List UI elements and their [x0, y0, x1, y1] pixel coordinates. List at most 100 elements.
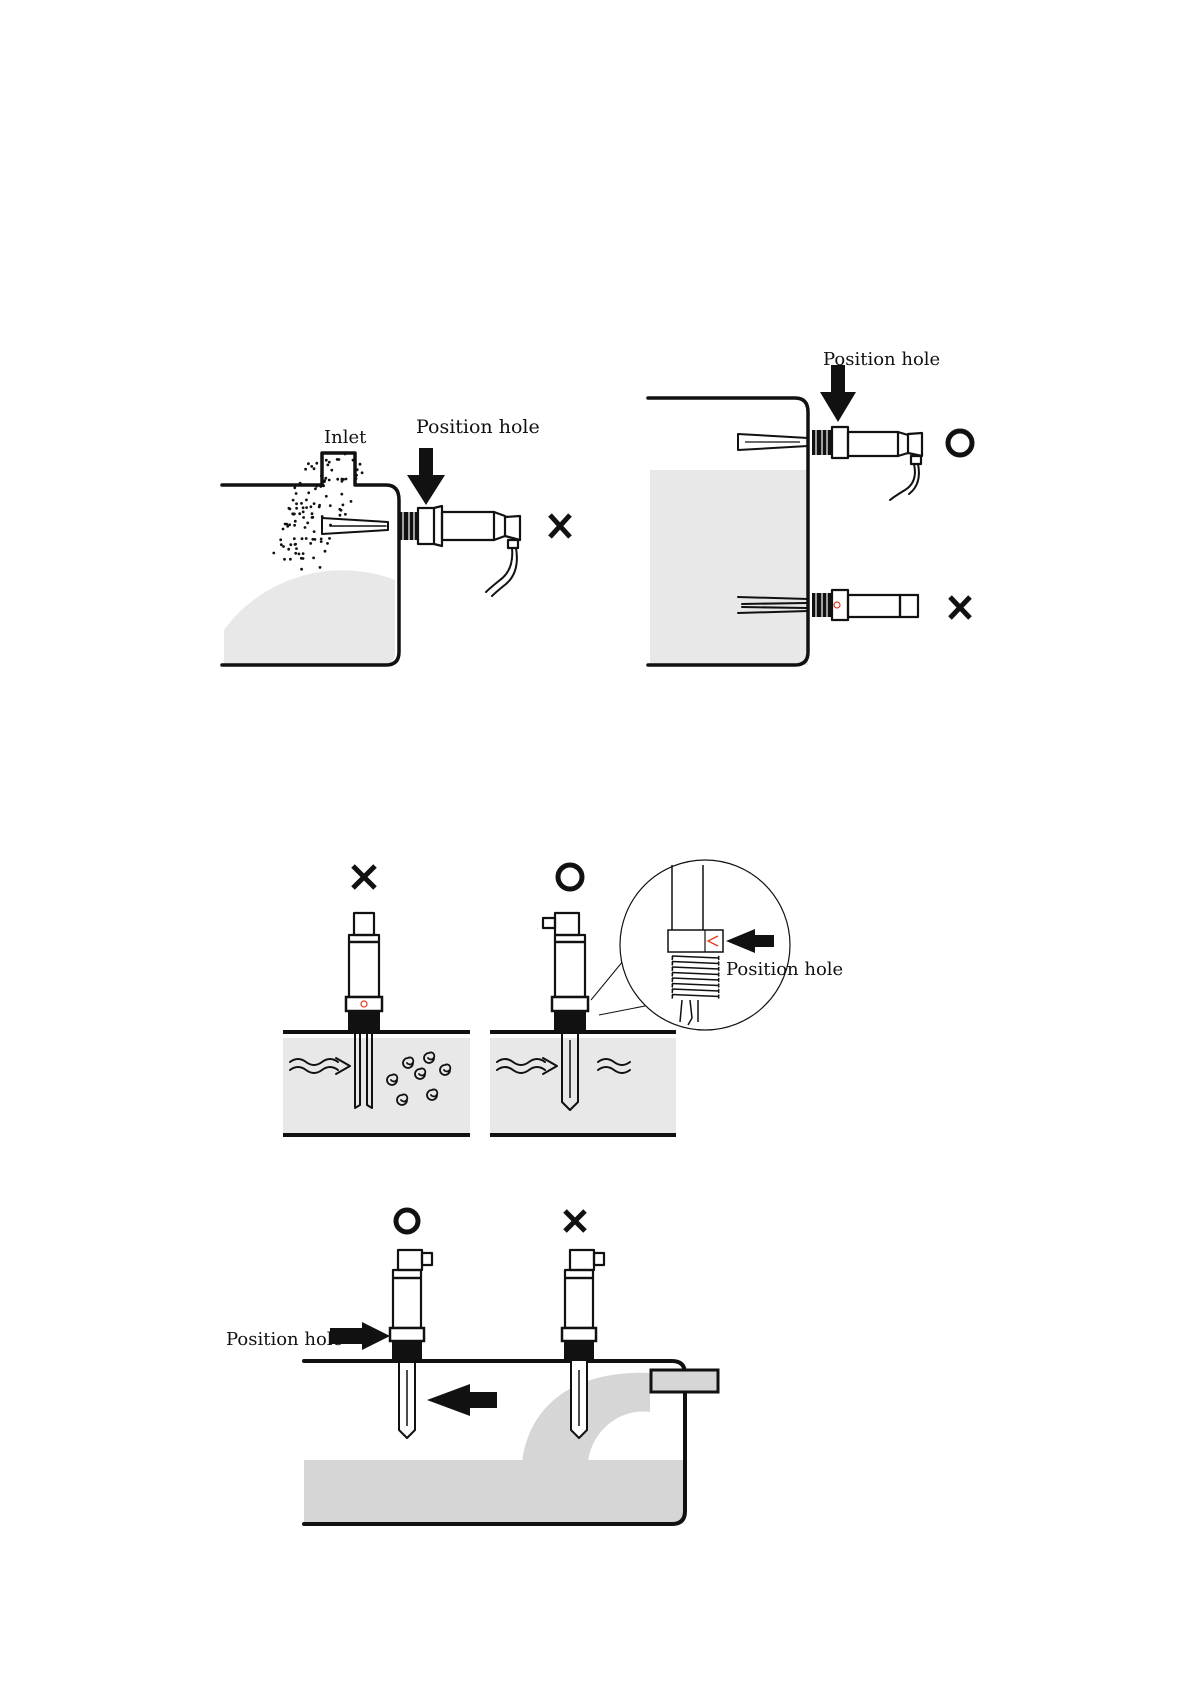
falling-material: [272, 453, 363, 571]
particle: [300, 568, 303, 571]
arrow-icon: [820, 365, 856, 422]
particle: [323, 480, 326, 483]
particle: [304, 526, 307, 529]
particle: [344, 513, 347, 516]
particle: [355, 477, 358, 480]
cross-mark-icon: [565, 1211, 585, 1231]
particle: [325, 495, 328, 498]
particle: [328, 537, 331, 540]
particle: [324, 477, 327, 480]
particle: [361, 471, 364, 474]
particle: [300, 502, 303, 505]
particle: [293, 524, 296, 527]
figure-pipe-flow: Position hole: [283, 860, 843, 1135]
particle: [293, 537, 296, 540]
particle: [313, 502, 316, 505]
particle: [305, 537, 308, 540]
particle: [344, 453, 347, 456]
particle: [279, 538, 282, 541]
particle: [282, 528, 285, 531]
particle: [319, 566, 322, 569]
particle: [289, 543, 292, 546]
thread-connection: [399, 512, 418, 540]
particle: [299, 482, 302, 485]
particle: [320, 475, 323, 478]
particle: [340, 493, 343, 496]
particle: [350, 500, 353, 503]
particle: [320, 538, 323, 541]
particle: [272, 552, 275, 555]
position-hole-label: Position hole: [226, 1329, 343, 1350]
particle: [302, 552, 305, 555]
particle: [336, 458, 339, 461]
particle: [283, 558, 286, 561]
particle: [312, 557, 315, 560]
particle: [311, 512, 314, 515]
particle: [295, 547, 298, 550]
particle: [280, 543, 283, 546]
arrow-icon: [407, 448, 445, 505]
particle: [313, 530, 316, 533]
particle: [302, 506, 305, 509]
particle: [305, 499, 308, 502]
particle: [292, 499, 295, 502]
pipe-section-right: [490, 1038, 676, 1134]
magnified-detail: Position hole: [591, 860, 843, 1030]
particle: [311, 516, 314, 519]
sensor-body: [418, 506, 520, 548]
particle: [282, 545, 285, 548]
liquid-level: [650, 470, 808, 665]
inlet-pipe: [651, 1370, 718, 1392]
particle: [306, 522, 309, 525]
particle: [307, 462, 310, 465]
particle: [328, 479, 331, 482]
particle: [324, 550, 327, 553]
particle: [301, 537, 304, 540]
particle: [298, 512, 301, 515]
particle: [304, 468, 307, 471]
particle: [352, 459, 355, 462]
particle: [288, 523, 291, 526]
particle: [295, 492, 298, 495]
circle-mark-icon: [948, 431, 972, 455]
particle: [326, 542, 329, 545]
particle: [289, 558, 292, 561]
circle-mark-icon: [558, 865, 582, 889]
particle: [289, 508, 292, 511]
particle: [320, 540, 323, 543]
particle: [302, 516, 305, 519]
figure-side-mount: Position hole: [648, 349, 972, 665]
particle: [318, 506, 321, 509]
particle: [336, 478, 339, 481]
material-heap: [224, 570, 395, 665]
particle: [314, 487, 317, 490]
position-hole-label: Position hole: [416, 416, 540, 438]
particle: [300, 557, 303, 560]
particle: [340, 509, 343, 512]
particle: [310, 465, 313, 468]
particle: [330, 469, 333, 472]
particle: [325, 459, 328, 462]
particle: [295, 502, 298, 505]
particle: [339, 514, 342, 517]
liquid-level: [304, 1460, 685, 1523]
particle: [319, 485, 322, 488]
particle: [302, 511, 305, 514]
particle: [284, 523, 287, 526]
particle: [294, 543, 297, 546]
particle: [342, 504, 345, 507]
particle: [326, 464, 329, 467]
cross-mark-icon: [353, 866, 375, 888]
figure-tank-inflow: Position hole: [226, 1210, 718, 1524]
particle: [294, 520, 297, 523]
position-hole-label: Position hole: [823, 349, 940, 370]
particle: [355, 474, 358, 477]
arrow-icon: [427, 1384, 497, 1416]
particle: [328, 461, 331, 464]
fork-probe: [322, 518, 388, 534]
particle: [356, 468, 359, 471]
inlet-label: Inlet: [324, 427, 367, 448]
particle: [307, 491, 310, 494]
particle: [359, 463, 362, 466]
